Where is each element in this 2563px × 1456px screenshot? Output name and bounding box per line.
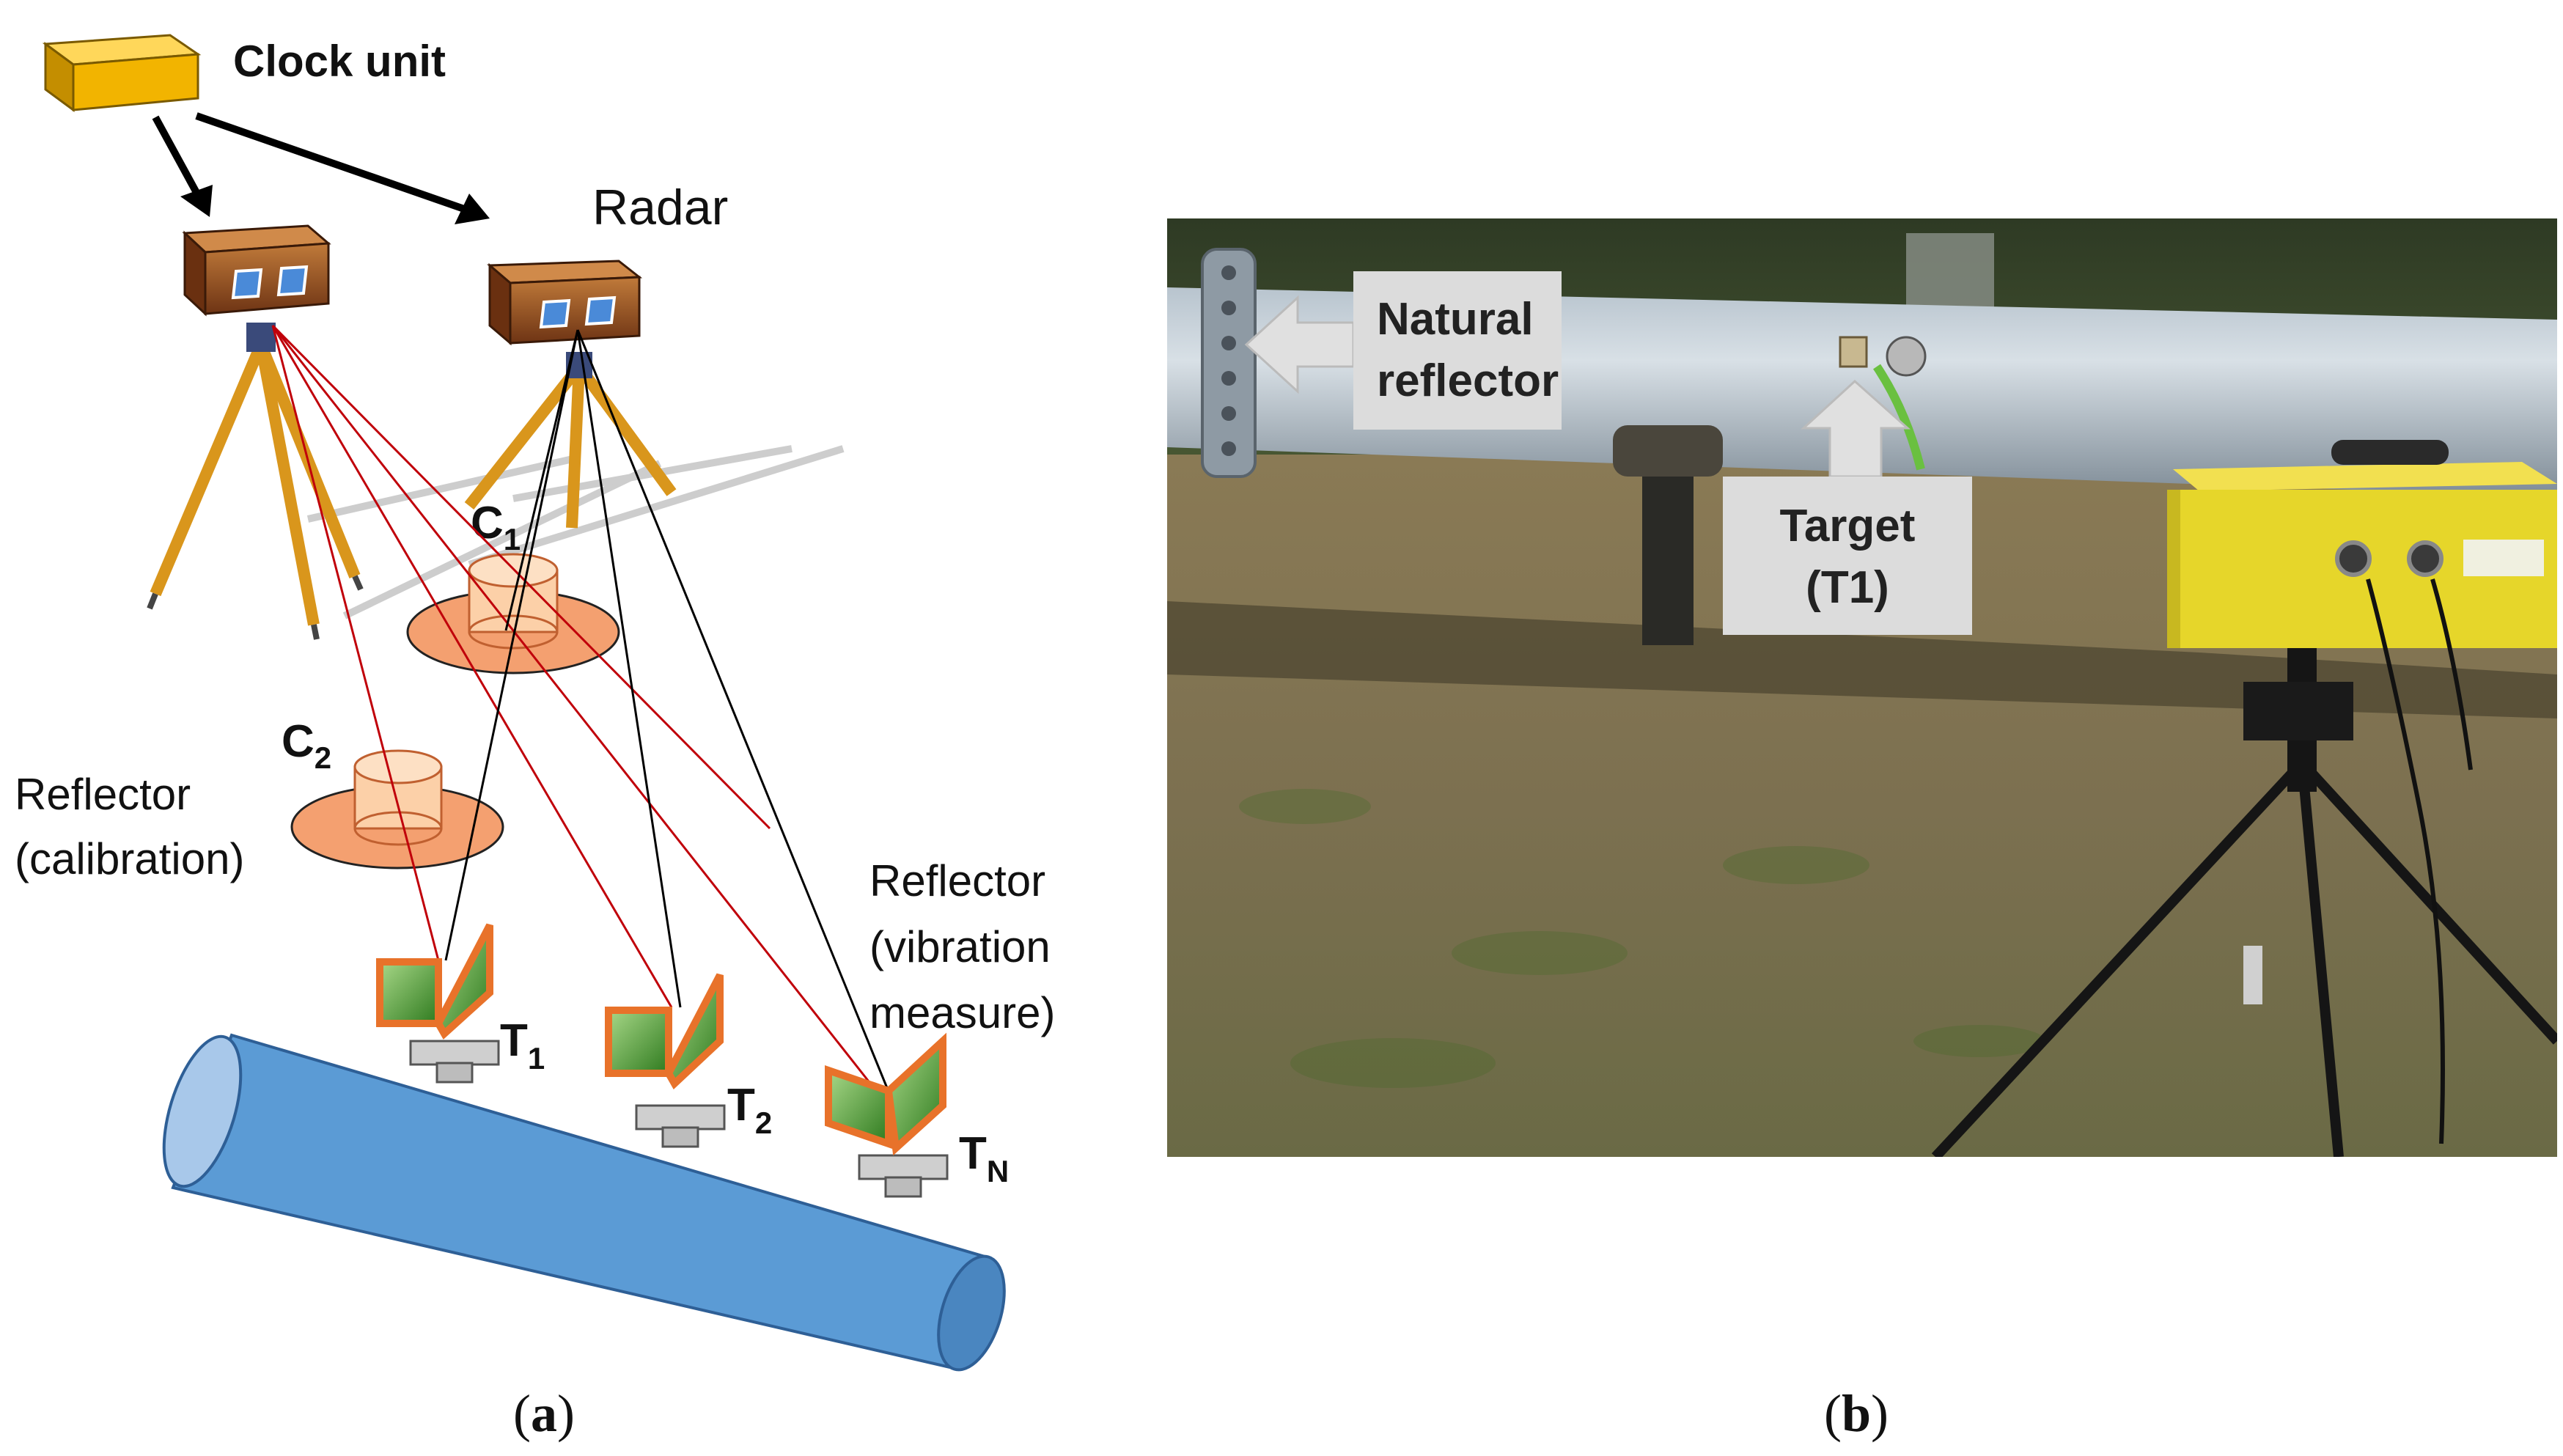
- clock-sync-arrows: [152, 112, 490, 224]
- reflector-vibration-label-line2: (vibration: [869, 922, 1051, 971]
- reflector-calibration-label: Reflector: [15, 770, 191, 819]
- clock-unit-label: Clock unit: [233, 37, 446, 86]
- natural-reflector-label-line2: reflector: [1377, 356, 1559, 406]
- target-label-tn: TN: [959, 1128, 1009, 1188]
- radar-beams-red: [271, 324, 875, 1089]
- pipe-diagram: [162, 1033, 1006, 1372]
- caption-b: (b): [1824, 1384, 1889, 1443]
- caption-a: (a): [513, 1384, 575, 1443]
- reflector-vibration-label-line3: measure): [869, 988, 1055, 1037]
- clock-unit-box: [42, 34, 202, 112]
- calibration-reflector-c1-label: C1: [471, 498, 521, 556]
- target-reflector-tn: [825, 1032, 949, 1198]
- target-reflector-t1: [376, 923, 500, 1084]
- target-label-t2: T2: [727, 1080, 772, 1140]
- target-reflector-t2: [605, 973, 726, 1148]
- radar-beams-black: [444, 329, 889, 1089]
- natural-reflector-label-line1: Natural: [1377, 294, 1534, 345]
- reflector-calibration-label-line2: (calibration): [15, 834, 244, 883]
- target-label-line2: (T1): [1806, 562, 1889, 613]
- radar-box-right: [487, 260, 643, 346]
- photo-pipe-support: [1613, 425, 1723, 645]
- target-label-t1: T1: [500, 1015, 545, 1076]
- panel-a-diagram: Clock unit Radar: [15, 34, 1055, 1443]
- reflector-vibration-label-line1: Reflector: [869, 856, 1045, 905]
- photo-target-t1: [1839, 336, 1927, 471]
- calibration-reflector-c2: [290, 749, 504, 869]
- photo-radar-device: [2167, 440, 2557, 648]
- calibration-reflector-c2-label: C2: [282, 716, 331, 775]
- radar-label: Radar: [592, 180, 728, 235]
- radar-box-left: [182, 224, 331, 317]
- target-label-line1: Target: [1780, 501, 1916, 551]
- panel-b-photo: Natural reflector Target (T1) (b): [1167, 218, 2557, 1443]
- natural-reflector-label-box: [1353, 271, 1562, 430]
- radar-tripod-left: [147, 323, 364, 640]
- target-label-box: [1723, 477, 1972, 635]
